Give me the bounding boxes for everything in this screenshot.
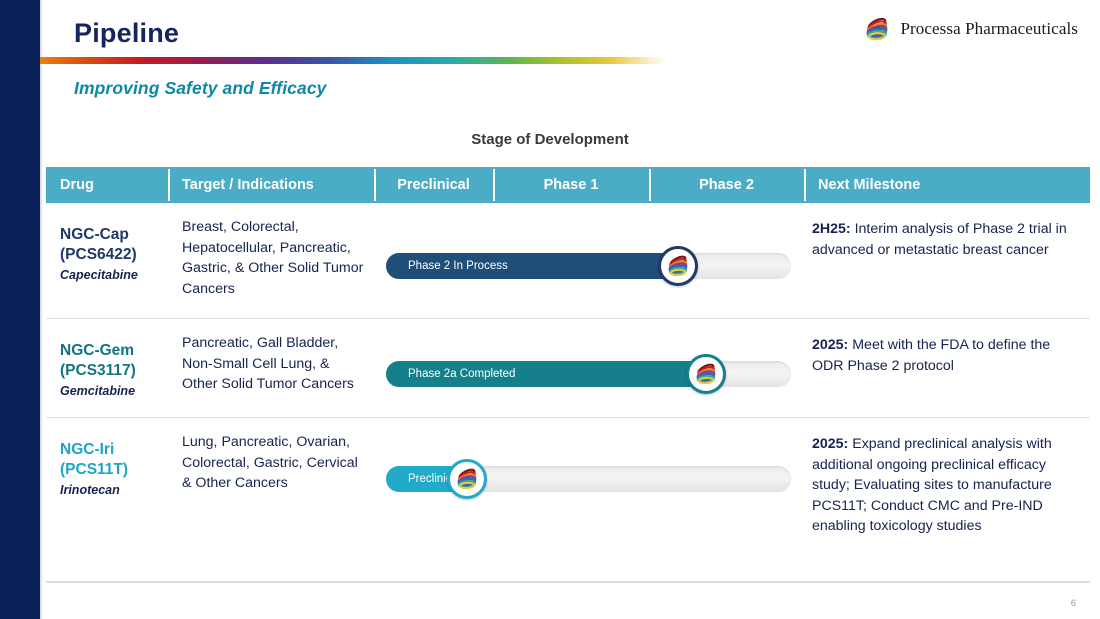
left-accent-shadow <box>40 0 43 619</box>
drug-generic-name: Irinotecan <box>60 483 120 497</box>
cell-next-milestone: 2025: Expand preclinical analysis with a… <box>804 418 1090 569</box>
left-accent-bar <box>0 0 40 619</box>
drug-name: NGC-Iri (PCS11T) <box>60 440 164 480</box>
milestone-date: 2H25: <box>812 221 851 237</box>
cell-indications: Breast, Colorectal, Hepatocellular, Panc… <box>182 219 364 297</box>
pipeline-table: Drug Target / Indications Preclinical Ph… <box>46 167 1090 569</box>
page-title: Pipeline <box>74 18 180 48</box>
table-row: NGC-Gem (PCS3117) Gemcitabine Pancreatic, G… <box>46 318 1090 417</box>
processa-swirl-icon <box>862 14 892 44</box>
rainbow-divider <box>40 57 665 64</box>
drug-name-line: (PCS6422) <box>60 246 137 263</box>
progress-label: Phase 2 In Process <box>408 260 508 272</box>
progress-track[interactable]: Phase 2 In Process <box>386 246 791 286</box>
milestone-marker-icon[interactable] <box>447 459 487 499</box>
company-logo: Processa Pharmaceuticals <box>862 14 1078 44</box>
cell-progress: Phase 2 In Process <box>374 203 804 318</box>
table-row: NGC-Iri (PCS11T) Irinotecan Lung, Pancreati… <box>46 417 1090 569</box>
column-header-target-indications: Target / Indications <box>168 167 374 203</box>
progress-track[interactable]: Preclinical <box>386 459 791 499</box>
cell-drug: NGC-Gem (PCS3117) Gemcitabine <box>46 319 168 417</box>
table-row: NGC-Cap (PCS6422) Capecitabine Breast, Colo… <box>46 203 1090 318</box>
footer-rule <box>46 581 1090 583</box>
milestone-marker-icon[interactable] <box>685 354 726 394</box>
drug-name-line: (PCS11T) <box>60 461 129 478</box>
company-name: Processa Pharmaceuticals <box>900 19 1078 38</box>
progress-label: Phase 2a Completed <box>408 368 516 380</box>
milestone-date: 2025: <box>812 436 849 452</box>
column-header-phase-2: Phase 2 <box>649 167 804 203</box>
milestone-text: 2H25: Interim analysis of Phase 2 trial … <box>812 221 1067 258</box>
drug-name: NGC-Gem (PCS3117) <box>60 341 164 381</box>
cell-drug: NGC-Iri (PCS11T) Irinotecan <box>46 418 168 569</box>
cell-progress: Preclinical <box>374 418 804 569</box>
milestone-text: 2025: Expand preclinical analysis with a… <box>812 436 1052 534</box>
cell-indications: Lung, Pancreatic, Ovarian, Colorectal, G… <box>182 434 358 491</box>
column-header-phase-1: Phase 1 <box>493 167 649 203</box>
column-header-next-milestone: Next Milestone <box>804 167 1090 203</box>
milestone-marker-icon[interactable] <box>657 246 698 286</box>
drug-generic-name: Capecitabine <box>60 268 138 282</box>
table-header-row: Drug Target / Indications Preclinical Ph… <box>46 167 1090 203</box>
drug-name-line: (PCS3117) <box>60 362 136 379</box>
drug-name-line: NGC-Iri <box>60 441 115 458</box>
page-number: 6 <box>1070 598 1076 609</box>
milestone-date: 2025: <box>812 337 849 353</box>
cell-progress: Phase 2a Completed <box>374 319 804 417</box>
column-header-drug: Drug <box>60 177 94 193</box>
page-subtitle: Improving Safety and Efficacy <box>74 78 327 98</box>
progress-track[interactable]: Phase 2a Completed <box>386 354 791 394</box>
drug-name: NGC-Cap (PCS6422) <box>60 225 164 265</box>
milestone-text: 2025: Meet with the FDA to define the OD… <box>812 337 1051 374</box>
cell-next-milestone: 2H25: Interim analysis of Phase 2 trial … <box>804 203 1090 318</box>
drug-name-line: NGC-Cap <box>60 226 129 243</box>
cell-drug: NGC-Cap (PCS6422) Capecitabine <box>46 203 168 318</box>
cell-next-milestone: 2025: Meet with the FDA to define the OD… <box>804 319 1090 417</box>
cell-indications: Pancreatic, Gall Bladder, Non-Small Cell… <box>182 335 354 392</box>
column-header-preclinical: Preclinical <box>374 167 493 203</box>
drug-name-line: NGC-Gem <box>60 342 135 359</box>
stage-of-development-caption: Stage of Development <box>471 131 629 148</box>
table-body: NGC-Cap (PCS6422) Capecitabine Breast, Colo… <box>46 203 1090 569</box>
progress-fill[interactable]: Phase 2 In Process <box>386 253 678 279</box>
drug-generic-name: Gemcitabine <box>60 384 136 398</box>
progress-fill[interactable]: Phase 2a Completed <box>386 361 706 387</box>
